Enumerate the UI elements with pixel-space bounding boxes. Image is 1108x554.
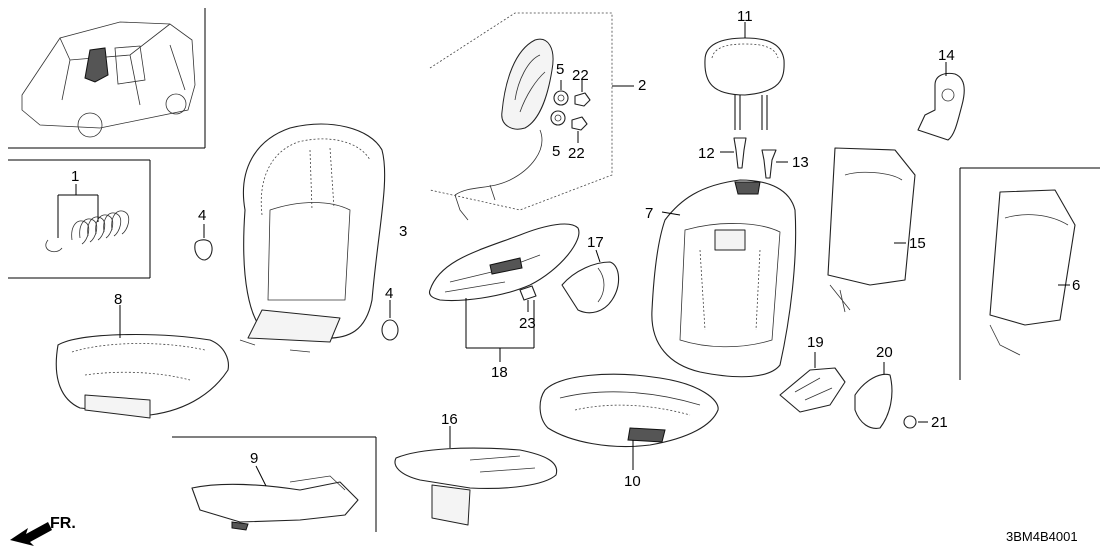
callout-5-lower: 5 — [552, 143, 560, 160]
vehicle-inset — [8, 8, 206, 149]
callout-7: 7 — [645, 205, 653, 222]
back-pad-part-15 — [827, 147, 916, 313]
bracket-part-23 — [519, 285, 537, 312]
callout-4-lower: 4 — [385, 285, 393, 302]
callout-13: 13 — [792, 154, 809, 171]
seat-back-frame — [651, 179, 797, 378]
lower-trim-part-9 — [172, 436, 377, 532]
callout-6: 6 — [1072, 277, 1080, 294]
spring-inset — [8, 159, 151, 279]
clip-part-4-upper — [194, 224, 213, 261]
callout-3: 3 — [399, 223, 407, 240]
direction-label: FR. — [50, 515, 76, 532]
seat-back-cover — [239, 123, 386, 353]
nut-part-22-lower — [571, 116, 588, 143]
coil-spring — [71, 210, 130, 245]
pad-part-16 — [394, 426, 558, 526]
callout-1: 1 — [71, 168, 79, 185]
fastener-part-5-lower — [550, 110, 566, 126]
callouts: 1 2 3 4 4 5 5 6 7 8 9 10 11 12 13 14 15 … — [71, 8, 1080, 490]
headrest — [704, 22, 785, 130]
clip-part-4-lower — [381, 300, 399, 341]
side-switch-panel — [429, 12, 634, 221]
callout-14: 14 — [938, 47, 955, 64]
seat-cushion-frame — [539, 373, 719, 470]
headrest-guide-part-12 — [720, 137, 747, 169]
side-trim-part-18 — [428, 223, 580, 362]
callout-17: 17 — [587, 234, 604, 251]
screw-part-21 — [903, 415, 928, 429]
cover-part-17 — [561, 249, 620, 314]
callout-21: 21 — [931, 414, 948, 431]
callout-22-upper: 22 — [572, 67, 589, 84]
callout-19: 19 — [807, 334, 824, 351]
callout-20: 20 — [876, 344, 893, 361]
callout-12: 12 — [698, 145, 715, 162]
callout-9: 9 — [250, 450, 258, 467]
back-panel-inset — [959, 167, 1100, 380]
lumbar-part-14 — [917, 62, 965, 141]
front-direction-arrow: FR. — [10, 515, 76, 546]
seat-cushion-cover — [55, 305, 229, 419]
cover-part-20 — [854, 362, 893, 429]
callout-2: 2 — [638, 77, 646, 94]
fastener-part-5-upper — [553, 80, 569, 106]
callout-8: 8 — [114, 291, 122, 308]
callout-22-lower: 22 — [568, 145, 585, 162]
callout-5-upper: 5 — [556, 61, 564, 78]
nut-part-22-upper — [574, 80, 591, 107]
headrest-guide-part-13 — [761, 149, 788, 179]
callout-10: 10 — [624, 473, 641, 490]
callout-23: 23 — [519, 315, 536, 332]
callout-15: 15 — [909, 235, 926, 252]
callout-4-upper: 4 — [198, 207, 206, 224]
diagram-code: 3BM4B4001 — [1006, 529, 1078, 544]
callout-18: 18 — [491, 364, 508, 381]
callout-11: 11 — [737, 8, 753, 25]
bracket-part-19 — [779, 352, 846, 413]
callout-16: 16 — [441, 411, 458, 428]
